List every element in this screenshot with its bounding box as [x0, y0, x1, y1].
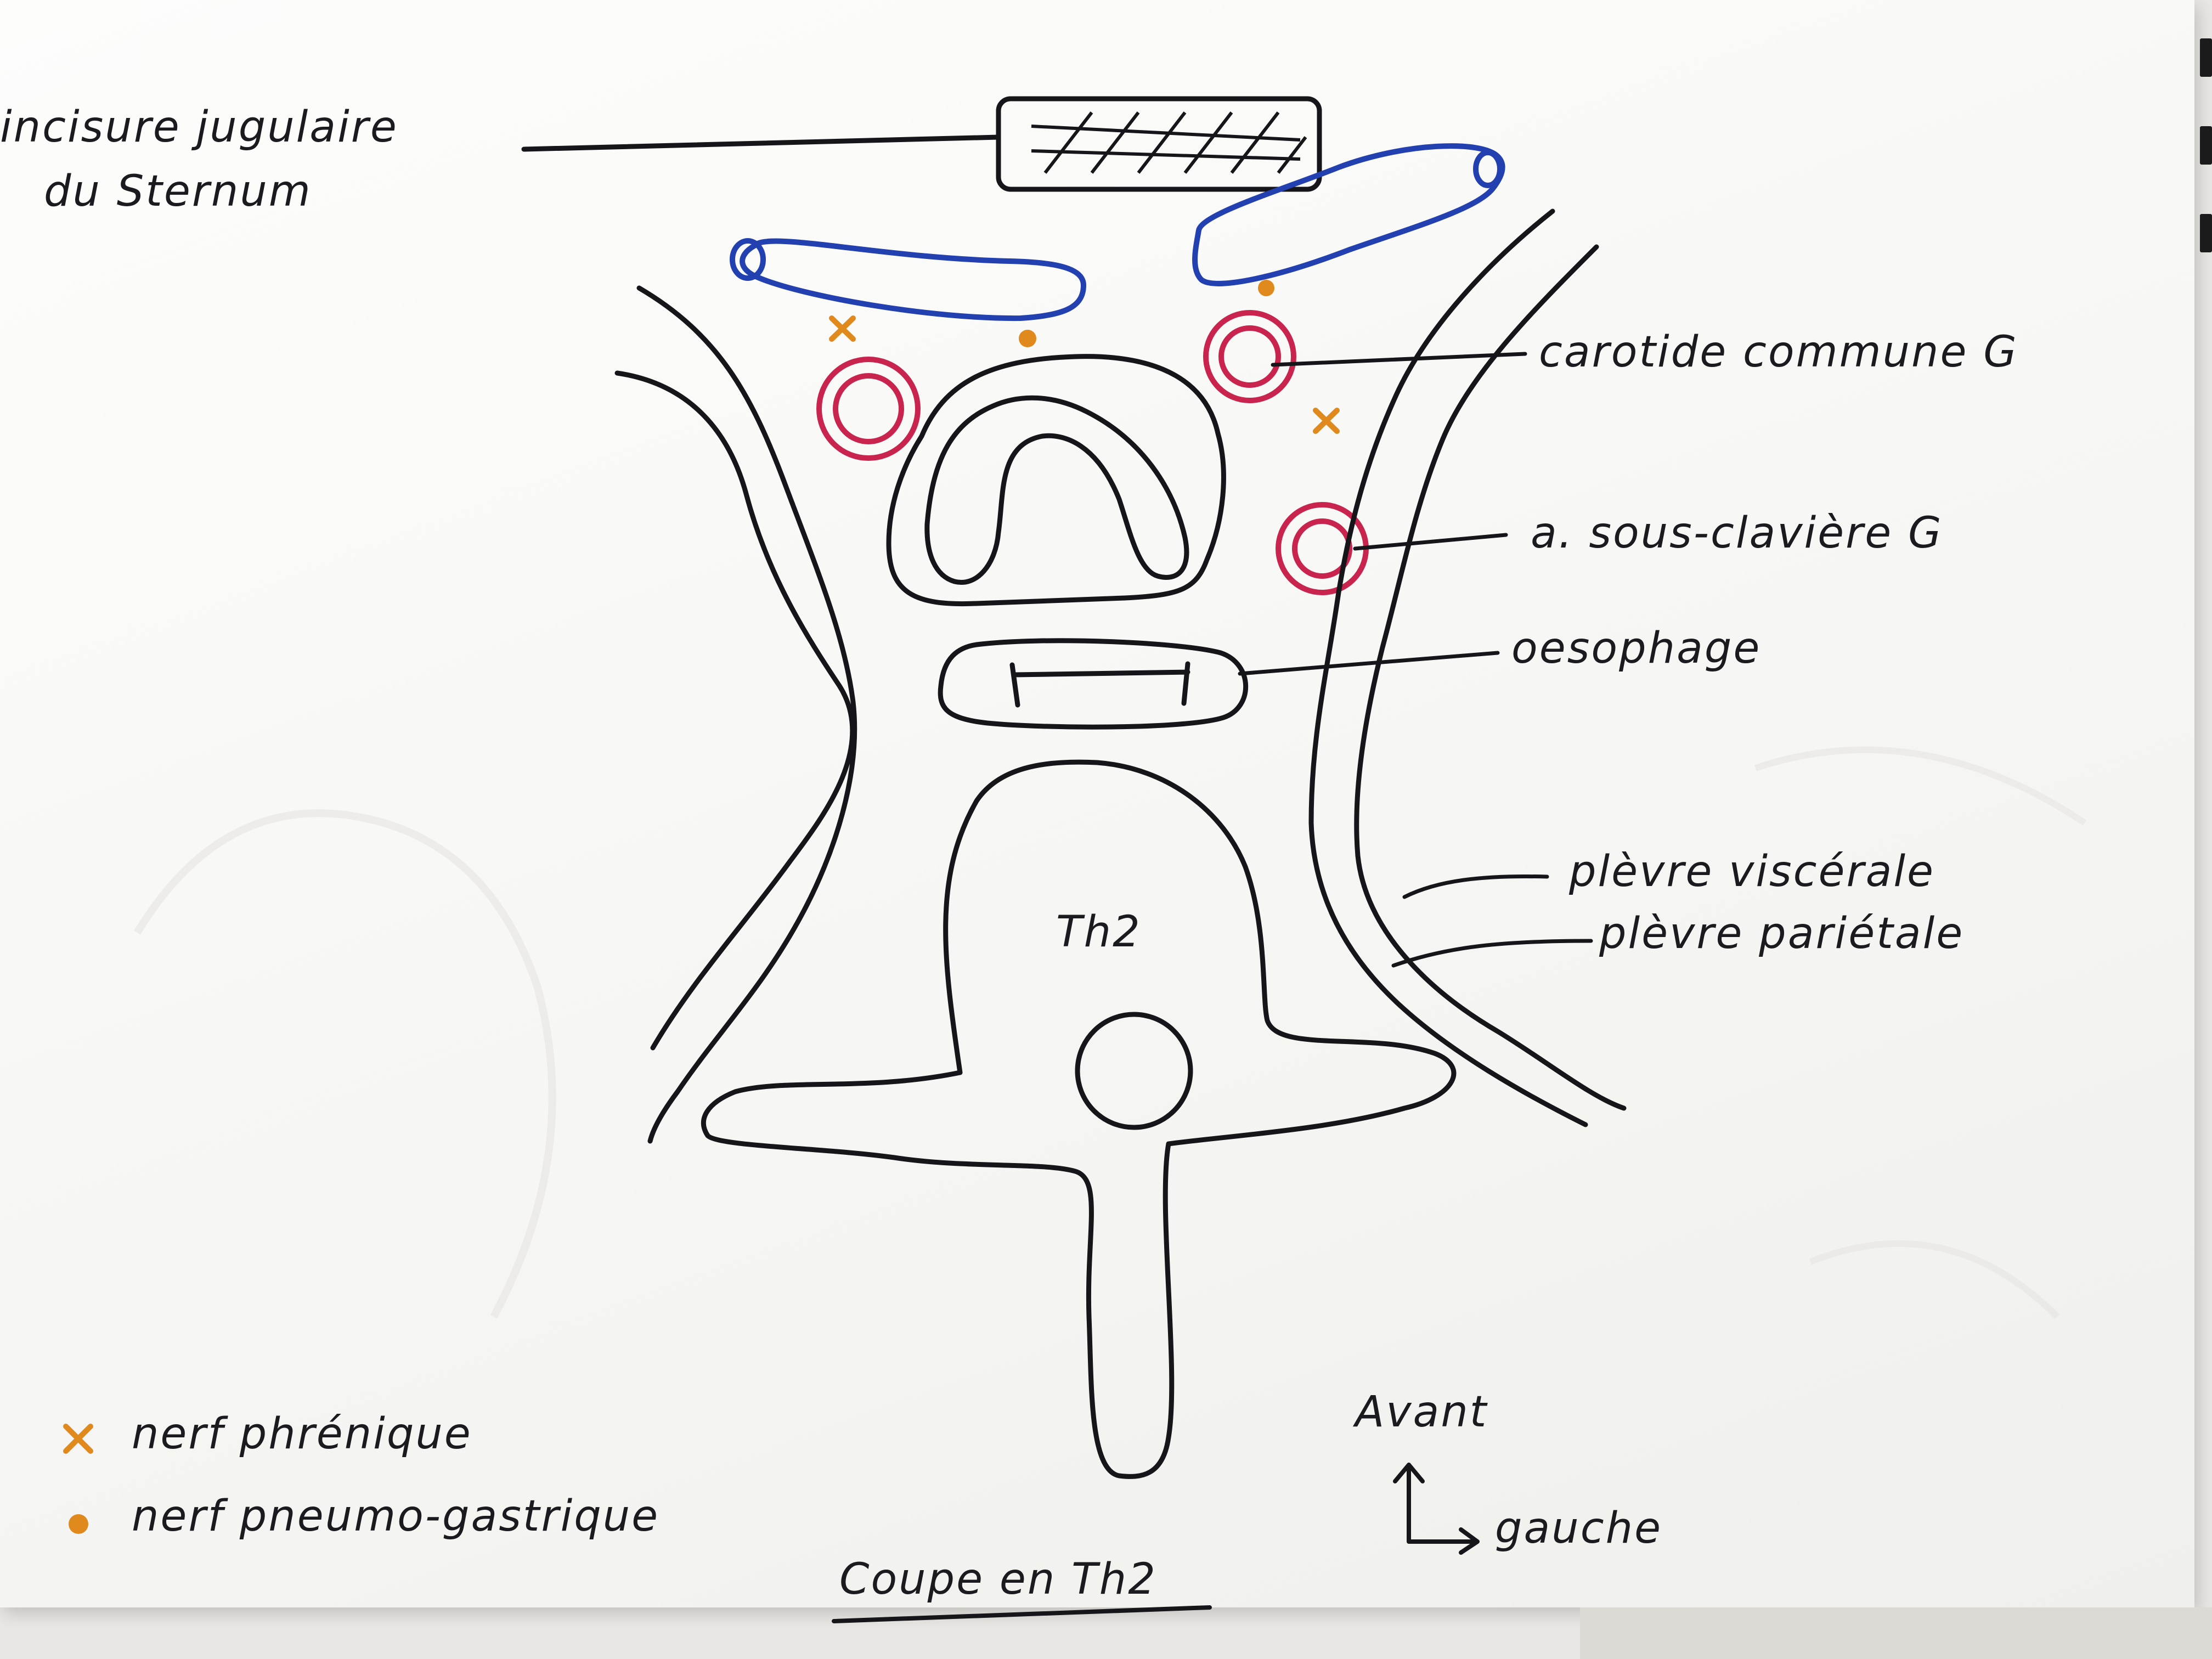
diagram-title: Coupe en Th2	[832, 1555, 1212, 1623]
trachea	[886, 354, 1226, 607]
label-carotide: carotide commune G	[1539, 328, 2018, 377]
label-plevre-viscerale: plèvre viscérale	[1568, 847, 1935, 896]
label-incisure-line1: incisure jugulaire	[0, 103, 398, 152]
legend-vagus-label: nerf pneumo-gastrique	[132, 1492, 659, 1541]
oesophagus	[938, 638, 1249, 730]
legend-phrenic-icon	[63, 1424, 93, 1454]
phrenic-right-icon	[829, 315, 856, 342]
carotide-outer	[1203, 310, 1296, 403]
title-text: Coupe en Th2	[839, 1555, 1157, 1604]
vagus-right-icon	[1019, 330, 1036, 347]
legend-vagus-icon	[69, 1514, 88, 1534]
right-artery-inner	[833, 373, 904, 444]
pleura-left-side	[614, 285, 857, 1144]
label-oesophage: oesophage	[1511, 624, 1761, 673]
label-incisure-line2: du Sternum	[44, 167, 312, 216]
right-artery-outer	[816, 357, 921, 461]
orientation-arrow-icon	[1393, 1463, 1480, 1555]
label-sous-claviere: a. sous-clavière G	[1531, 509, 1943, 558]
notebook-binding	[2199, 22, 2212, 296]
legend-phrenic-label: nerf phrénique	[132, 1409, 472, 1459]
show-through	[134, 746, 2087, 1319]
leader-incisure	[521, 134, 1001, 152]
orientation-up-label: Avant	[1352, 1387, 1488, 1437]
legend: nerf phrénique nerf pneumo-gastrique	[63, 1409, 659, 1541]
vertebra-th2	[701, 759, 1457, 1479]
arteries	[816, 310, 1369, 595]
carotide-inner	[1218, 325, 1281, 388]
label-plevre-parietale: plèvre pariétale	[1599, 909, 1964, 958]
orientation-right-label: gauche	[1495, 1504, 1662, 1553]
paper-sheet	[0, 0, 2194, 1607]
veins	[730, 143, 1505, 321]
page-edge	[1580, 1607, 2212, 1659]
vagus-left-icon	[1258, 280, 1274, 296]
orientation: Avant gauche	[1352, 1387, 1662, 1555]
nerves	[829, 280, 1340, 434]
label-vertebra: Th2	[1056, 907, 1142, 957]
sternum	[996, 96, 1322, 192]
sous-claviere-inner	[1292, 518, 1352, 579]
phrenic-left-icon	[1313, 408, 1340, 434]
leader-lines	[1238, 352, 1593, 968]
